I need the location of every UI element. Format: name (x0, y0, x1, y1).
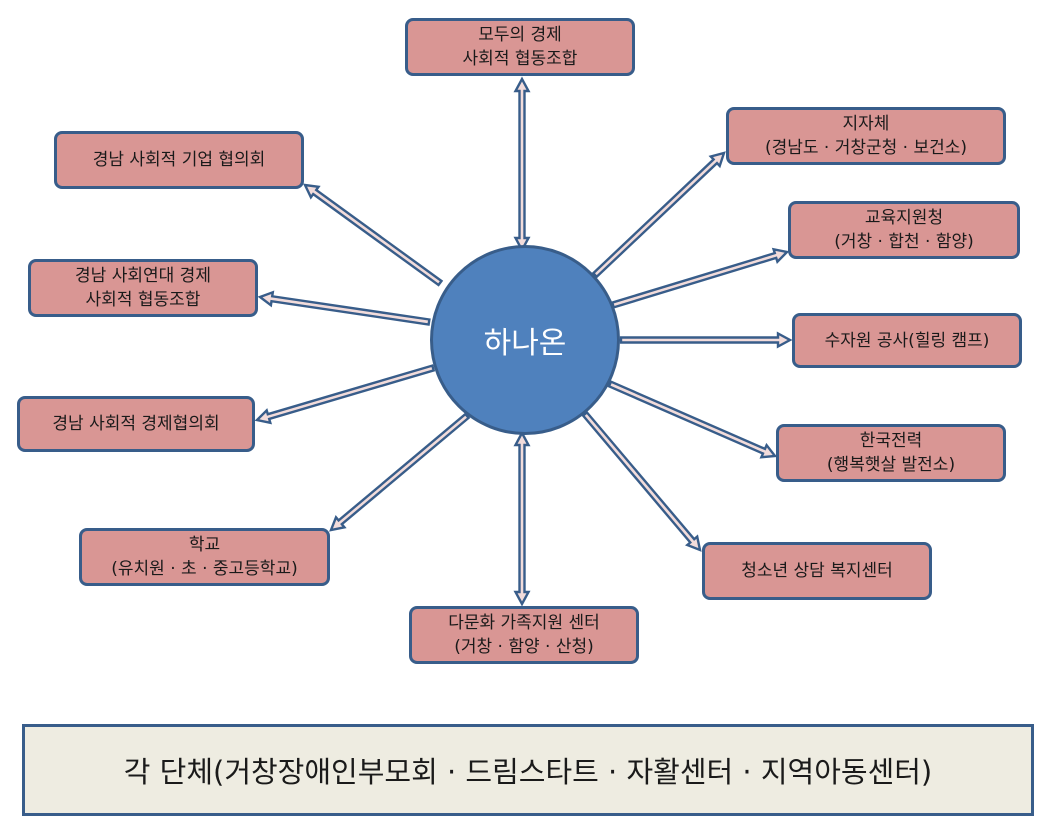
node-local-government: 지자체 (경남도 · 거창군청 · 보건소) (726, 107, 1006, 165)
hub-circle: 하나온 (430, 245, 620, 435)
node-kepco-line2: (행복햇살 발전소) (826, 455, 956, 475)
node-multicultural-center: 다문화 가족지원 센터 (거창 · 함양 · 산청) (409, 606, 639, 664)
node-social-enterprise-council: 경남 사회적 기업 협의회 (54, 131, 304, 189)
arrow-to-multi (513, 430, 531, 607)
node-school: 학교 (유치원 · 초 · 중고등학교) (79, 528, 330, 586)
footer-organizations-box: 각 단체(거창장애인부모회 · 드림스타트 · 자활센터 · 지역아동센터) (22, 724, 1034, 816)
node-solid-line1: 경남 사회연대 경제 (75, 266, 211, 286)
node-school-line1: 학교 (188, 535, 221, 555)
arrow-to-top (513, 76, 531, 253)
arrow-to-econ (254, 364, 436, 425)
node-youth-line1: 청소년 상담 복지센터 (741, 561, 893, 581)
arrow-to-gov (591, 151, 726, 279)
node-gov-line1: 지자체 (842, 114, 890, 134)
arrow-to-school (329, 412, 471, 532)
node-edu-line1: 교육지원청 (864, 208, 944, 228)
node-econ-line1: 경남 사회적 경제협의회 (52, 414, 220, 434)
node-edu-line2: (거창 · 합천 · 함양) (834, 232, 974, 252)
node-top-cooperative: 모두의 경제 사회적 협동조합 (405, 18, 635, 76)
node-top-line2: 사회적 협동조합 (462, 49, 578, 69)
arrow-to-kepco (607, 380, 778, 459)
node-kepco: 한국전력 (행복햇살 발전소) (776, 424, 1006, 482)
node-social-economy-council: 경남 사회적 경제협의회 (17, 396, 255, 452)
node-solid-line2: 사회적 협동조합 (85, 290, 201, 310)
hub-label: 하나온 (483, 326, 567, 361)
node-multi-line2: (거창 · 함양 · 산청) (454, 637, 594, 657)
node-solidarity-cooperative: 경남 사회연대 경제 사회적 협동조합 (28, 259, 258, 317)
node-multi-line1: 다문화 가족지원 센터 (448, 613, 600, 633)
arrow-to-youth (581, 410, 702, 552)
node-education-office: 교육지원청 (거창 · 합천 · 함양) (788, 201, 1020, 259)
arrow-to-solid (257, 290, 431, 326)
node-school-line2: (유치원 · 초 · 중고등학교) (111, 559, 298, 579)
node-water-line1: 수자원 공사(힐링 캠프) (824, 330, 990, 351)
node-top-line1: 모두의 경제 (478, 25, 562, 45)
node-gov-line2: (경남도 · 거창군청 · 보건소) (764, 138, 968, 158)
node-youth-center: 청소년 상담 복지센터 (702, 542, 932, 600)
arrow-to-edu (610, 247, 790, 309)
arrow-to-water (619, 331, 793, 349)
arrow-to-corp (302, 183, 444, 287)
footer-label: 각 단체(거창장애인부모회 · 드림스타트 · 자활센터 · 지역아동센터) (123, 755, 933, 789)
node-water-corporation: 수자원 공사(힐링 캠프) (792, 313, 1022, 368)
node-corp-line1: 경남 사회적 기업 협의회 (92, 150, 266, 170)
node-kepco-line1: 한국전력 (859, 431, 923, 451)
